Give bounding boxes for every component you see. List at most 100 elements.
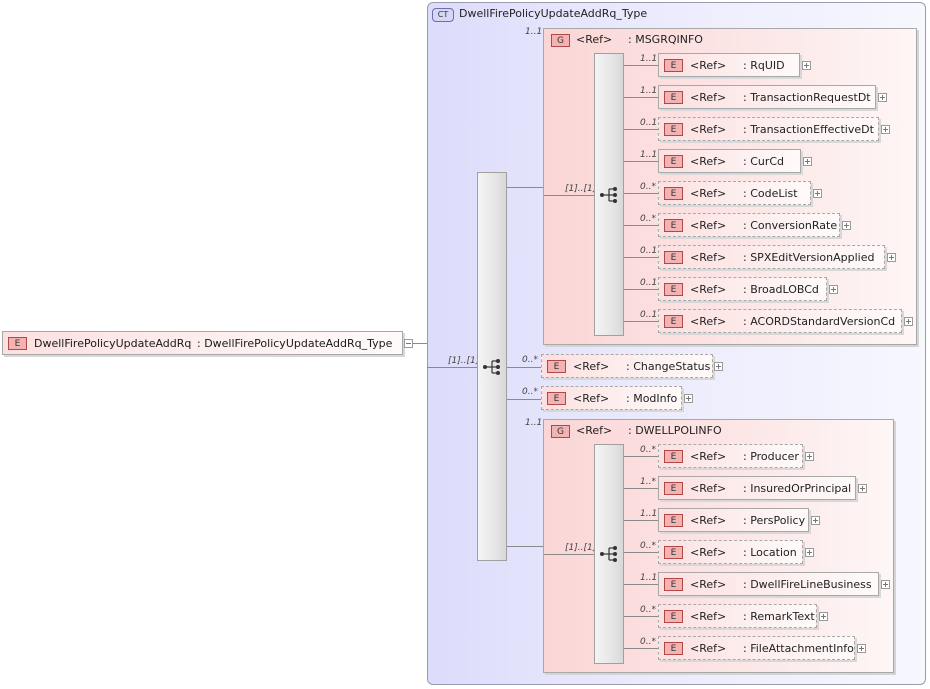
element-codelist[interactable]: E<Ref>: CodeList bbox=[658, 181, 811, 205]
element-badge: E bbox=[664, 91, 683, 104]
element-name: : InsuredOrPrincipal bbox=[743, 482, 852, 495]
element-ref: <Ref> bbox=[690, 123, 727, 136]
element-badge: E bbox=[8, 337, 27, 350]
connector-line bbox=[624, 456, 659, 457]
sequence-icon bbox=[600, 187, 617, 203]
connector-line bbox=[624, 520, 659, 521]
element-ref: <Ref> bbox=[690, 155, 727, 168]
element-ref: <Ref> bbox=[690, 642, 727, 655]
expand-icon[interactable] bbox=[819, 612, 828, 621]
element-acordstandardversioncd[interactable]: E <Ref> : ACORDStandardVersionCd bbox=[658, 309, 902, 333]
element-spxeditversionapplied[interactable]: E<Ref>: SPXEditVersionApplied bbox=[658, 245, 885, 269]
group-ref: <Ref> bbox=[576, 424, 613, 437]
dwellpolinfo-cardinality: 1..1 bbox=[525, 418, 543, 428]
expand-icon[interactable] bbox=[803, 157, 812, 166]
mod-info-cardinality: 0..* bbox=[522, 387, 538, 397]
expand-icon[interactable] bbox=[878, 93, 887, 102]
sequence-icon bbox=[600, 546, 617, 562]
element-cardinality: 0..* bbox=[640, 541, 656, 551]
element-cardinality: 0..* bbox=[640, 637, 656, 647]
element-perspolicy[interactable]: E <Ref> : PersPolicy bbox=[658, 508, 809, 532]
connector-line bbox=[624, 225, 659, 226]
expand-icon[interactable] bbox=[811, 516, 820, 525]
expand-icon[interactable] bbox=[904, 317, 913, 326]
element-name: : ModInfo bbox=[626, 392, 678, 405]
element-badge: E bbox=[664, 315, 683, 328]
connector-line bbox=[544, 554, 595, 555]
expand-icon[interactable] bbox=[805, 548, 814, 557]
expand-icon[interactable] bbox=[829, 285, 838, 294]
connector-line bbox=[624, 648, 659, 649]
element-ref: <Ref> bbox=[690, 482, 727, 495]
element-insuredorprincipal[interactable]: E<Ref>: InsuredOrPrincipal bbox=[658, 476, 856, 500]
element-cardinality: 0..* bbox=[640, 182, 656, 192]
expand-icon[interactable] bbox=[858, 484, 867, 493]
element-cardinality: 0..* bbox=[640, 605, 656, 615]
expand-icon[interactable] bbox=[881, 125, 890, 134]
element-name: : DwellFireLineBusiness bbox=[743, 578, 872, 591]
element-name: : PersPolicy bbox=[743, 514, 806, 527]
connector-line bbox=[624, 289, 659, 290]
connector-line bbox=[624, 161, 659, 162]
element-transactionrequestdt[interactable]: E<Ref>: TransactionRequestDt bbox=[658, 85, 876, 109]
element-change-status[interactable]: E <Ref> : ChangeStatus bbox=[541, 354, 713, 378]
group-badge: G bbox=[551, 425, 570, 438]
element-badge: E bbox=[664, 514, 683, 527]
element-ref: <Ref> bbox=[573, 360, 610, 373]
expand-icon[interactable] bbox=[887, 253, 896, 262]
element-ref: <Ref> bbox=[690, 283, 727, 296]
element-ref: <Ref> bbox=[690, 578, 727, 591]
root-element[interactable]: E DwellFirePolicyUpdateAddRq : DwellFire… bbox=[2, 331, 403, 355]
element-curcd[interactable]: E<Ref>: CurCd bbox=[658, 149, 801, 173]
group-ref: <Ref> bbox=[576, 33, 613, 46]
element-badge: E bbox=[664, 187, 683, 200]
element-location[interactable]: E<Ref>: Location bbox=[658, 540, 803, 564]
element-badge: E bbox=[664, 251, 683, 264]
expand-icon[interactable] bbox=[805, 452, 814, 461]
element-ref: <Ref> bbox=[690, 546, 727, 559]
expand-icon[interactable] bbox=[802, 61, 811, 70]
element-badge: E bbox=[664, 123, 683, 136]
connector-line bbox=[624, 552, 659, 553]
connector-line bbox=[624, 257, 659, 258]
group-badge: G bbox=[551, 34, 570, 47]
element-ref: <Ref> bbox=[690, 251, 727, 264]
element-conversionrate[interactable]: E<Ref>: ConversionRate bbox=[658, 213, 840, 237]
element-rquid[interactable]: E<Ref>: RqUID bbox=[658, 53, 800, 77]
element-transactioneffectivedt[interactable]: E<Ref>: TransactionEffectiveDt bbox=[658, 117, 879, 141]
element-badge: E bbox=[664, 59, 683, 72]
connector-line bbox=[507, 187, 544, 188]
element-badge: E bbox=[664, 642, 683, 655]
element-cardinality: 1..1 bbox=[640, 86, 658, 96]
element-fileattachmentinfo[interactable]: E<Ref>: FileAttachmentInfo bbox=[658, 636, 855, 660]
element-badge: E bbox=[664, 546, 683, 559]
element-ref: <Ref> bbox=[690, 91, 727, 104]
sequence-icon bbox=[483, 359, 500, 375]
element-cardinality: 0..1 bbox=[640, 246, 658, 256]
element-name: : ACORDStandardVersionCd bbox=[743, 315, 896, 328]
collapse-icon[interactable] bbox=[404, 339, 413, 348]
element-ref: <Ref> bbox=[690, 315, 727, 328]
dwellpolinfo-sequence-cardinality: [1]..[1] bbox=[565, 543, 597, 553]
expand-icon[interactable] bbox=[714, 362, 723, 371]
element-cardinality: 0..* bbox=[640, 445, 656, 455]
connector-line bbox=[624, 65, 659, 66]
element-badge: E bbox=[664, 219, 683, 232]
element-badge: E bbox=[664, 155, 683, 168]
expand-icon[interactable] bbox=[684, 394, 693, 403]
element-broadlobcd[interactable]: E<Ref>: BroadLOBCd bbox=[658, 277, 827, 301]
element-cardinality: 0..1 bbox=[640, 310, 658, 320]
element-badge: E bbox=[547, 392, 566, 405]
element-mod-info[interactable]: E <Ref> : ModInfo bbox=[541, 386, 682, 410]
expand-icon[interactable] bbox=[842, 221, 851, 230]
expand-icon[interactable] bbox=[881, 580, 890, 589]
element-ref: <Ref> bbox=[690, 514, 727, 527]
root-element-type: : DwellFirePolicyUpdateAddRq_Type bbox=[197, 337, 393, 350]
element-dwellfirelinebusiness[interactable]: E<Ref>: DwellFireLineBusiness bbox=[658, 572, 879, 596]
expand-icon[interactable] bbox=[813, 189, 822, 198]
element-remarktext[interactable]: E<Ref>: RemarkText bbox=[658, 604, 817, 628]
element-name: : CodeList bbox=[743, 187, 798, 200]
element-producer[interactable]: E<Ref>: Producer bbox=[658, 444, 803, 468]
root-element-name: DwellFirePolicyUpdateAddRq bbox=[34, 337, 192, 350]
expand-icon[interactable] bbox=[857, 644, 866, 653]
